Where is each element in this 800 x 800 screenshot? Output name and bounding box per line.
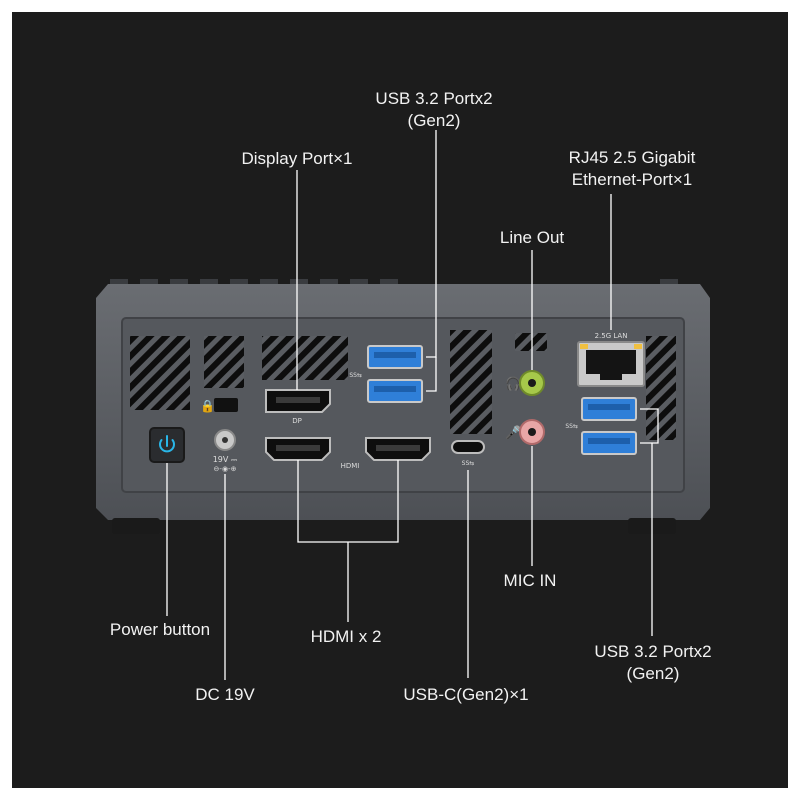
- dp-print: DP: [292, 417, 302, 425]
- kensington-lock-icon: 🔒: [200, 399, 215, 413]
- leader-usb-top-branch: [426, 357, 437, 392]
- rj45-socket: [586, 350, 636, 380]
- label-usb-right-line1: USB 3.2 Portx2: [594, 642, 712, 661]
- kensington-lock-slot: [214, 398, 238, 412]
- line-out-hole: [528, 379, 536, 387]
- foot-left: [112, 518, 160, 534]
- usb-right-1-tongue: [588, 404, 630, 410]
- displayport-contacts: [276, 397, 320, 403]
- mic-in-hole: [528, 428, 536, 436]
- dc-jack-pin: [222, 437, 228, 443]
- label-usb-top: USB 3.2 Portx2 (Gen2): [375, 88, 492, 132]
- leader-usb-right: [640, 408, 659, 444]
- usb-c-print: SS⇆: [462, 460, 475, 467]
- microphone-icon: 🎤: [505, 424, 521, 441]
- leader-lines: [166, 130, 659, 680]
- dc-polarity-print: ⊖-◉-⊕: [214, 465, 237, 473]
- label-display-port: Display Port×1: [241, 149, 353, 168]
- label-rj45-line2: Ethernet-Port×1: [571, 170, 693, 189]
- lan-print: 2.5G LAN: [595, 332, 628, 340]
- hdmi-2-contacts: [376, 445, 420, 451]
- label-dc: DC 19V: [195, 685, 255, 704]
- usb-ss-print-right: SS⇆: [565, 423, 578, 430]
- top-fins: [110, 279, 678, 287]
- rj45-led-right: [634, 344, 642, 349]
- label-power-button: Power button: [109, 620, 211, 639]
- label-usb-c: USB-C(Gen2)×1: [403, 685, 529, 704]
- label-usb-right: USB 3.2 Portx2 (Gen2): [594, 641, 711, 685]
- label-usb-right-line2: (Gen2): [626, 664, 680, 683]
- label-rj45: RJ45 2.5 Gigabit Ethernet-Port×1: [569, 147, 696, 191]
- label-usb-top-line2: (Gen2): [407, 111, 461, 130]
- hdmi-1-contacts: [276, 445, 320, 451]
- label-line-out: Line Out: [499, 228, 565, 247]
- vent-grilles: [130, 330, 676, 440]
- label-usb-top-line1: USB 3.2 Portx2: [375, 89, 493, 108]
- usb-ss-print-left: SS⇆: [349, 372, 362, 379]
- usb-top-1-tongue: [374, 352, 416, 358]
- headphone-icon: 🎧: [505, 376, 521, 392]
- label-hdmi: HDMI x 2: [310, 627, 382, 646]
- usb-right-2-tongue: [588, 438, 630, 444]
- label-rj45-line1: RJ45 2.5 Gigabit: [568, 148, 696, 167]
- dc-voltage-print: 19V ⎓: [213, 455, 238, 464]
- usb-top-2-tongue: [374, 386, 416, 392]
- label-mic-in: MIC IN: [503, 571, 557, 590]
- hdmi-print: HDMI: [341, 462, 360, 470]
- rj45-led-left: [580, 344, 588, 349]
- power-icon: [159, 435, 175, 453]
- usb-c-port: [451, 440, 485, 454]
